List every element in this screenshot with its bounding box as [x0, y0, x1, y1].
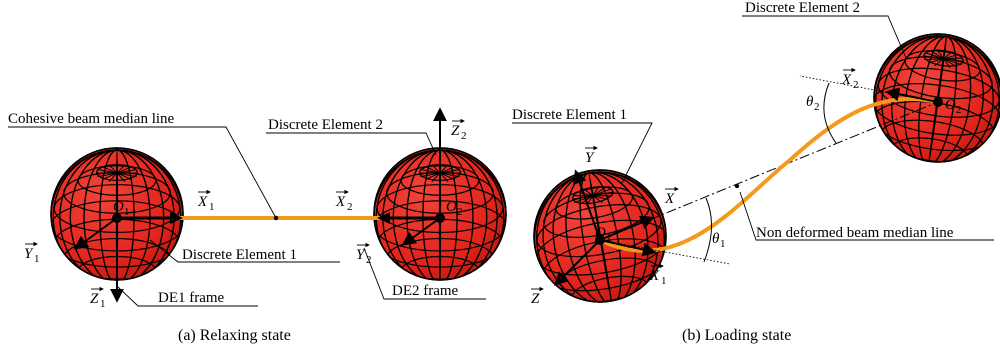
non-deformed-line — [599, 101, 939, 241]
label-de1-b: Discrete Element 1 — [512, 107, 627, 123]
svg-text:θ: θ — [712, 231, 720, 247]
svg-text:1: 1 — [720, 238, 726, 250]
svg-text:1: 1 — [661, 275, 667, 287]
svg-text:Z: Z — [531, 291, 540, 307]
theta1-arc — [703, 197, 713, 263]
svg-text:θ: θ — [806, 94, 814, 110]
deformed-beam — [599, 97, 939, 253]
x2-local-arrow — [885, 87, 939, 103]
o1-center-point-b — [595, 235, 605, 245]
label-o2: O 2 — [446, 199, 463, 218]
svg-text:2: 2 — [853, 79, 859, 91]
o2-center-point-b — [933, 97, 943, 107]
discrete-element-1-sphere-b — [533, 169, 668, 310]
label-theta1: θ 1 — [712, 231, 726, 250]
non-deformed-leader — [739, 191, 994, 241]
svg-text:2: 2 — [814, 101, 820, 113]
de1-frame-leader — [116, 285, 258, 307]
svg-text:2: 2 — [457, 206, 463, 218]
label-theta2: θ 2 — [806, 94, 820, 113]
svg-text:X: X — [649, 268, 660, 284]
label-de1-a: Discrete Element 1 — [182, 247, 297, 263]
beam-median-leader — [8, 126, 277, 219]
caption-a: (a) Relaxing state — [178, 327, 291, 344]
y1-axis-arrow — [73, 217, 118, 250]
svg-text:2: 2 — [347, 201, 353, 213]
label-y2: Y 2 — [356, 242, 372, 266]
svg-text:1: 1 — [209, 201, 215, 213]
label-de2-b: Discrete Element 2 — [745, 0, 860, 16]
panel-a: Cohesive beam median line Discrete Eleme… — [8, 107, 507, 344]
label-z2: Z 2 — [451, 118, 467, 142]
svg-text:O: O — [446, 199, 457, 215]
x1-arrowhead — [170, 212, 183, 224]
svg-text:1: 1 — [606, 232, 612, 244]
svg-text:O: O — [595, 225, 606, 241]
svg-text:1: 1 — [100, 298, 106, 310]
x-axis-arrow — [599, 215, 655, 241]
label-x2: X 2 — [335, 189, 353, 213]
label-z1: Z 1 — [90, 286, 106, 310]
de1-leader — [149, 239, 340, 263]
label-beam-median: Cohesive beam median line — [8, 111, 175, 127]
de2-frame-leader — [363, 247, 486, 300]
svg-text:O: O — [113, 199, 124, 215]
label-de2-frame: DE2 frame — [392, 283, 459, 299]
svg-text:X: X — [197, 194, 208, 210]
panel-b: Discrete Element 1 Discrete Element 2 No… — [512, 0, 1000, 344]
z-axis-arrow — [554, 239, 601, 286]
label-y-b: Y — [585, 145, 598, 166]
label-non-deformed: Non deformed beam median line — [756, 225, 954, 241]
label-o1-b: O 1 — [595, 225, 612, 244]
label-y1: Y 1 — [24, 241, 40, 265]
x2-arrowhead — [377, 212, 390, 224]
svg-text:Y: Y — [356, 247, 366, 263]
label-x1: X 1 — [197, 189, 215, 213]
theta2-arc — [823, 82, 837, 144]
svg-text:Y: Y — [24, 246, 34, 262]
label-x1-b: X 1 — [649, 263, 667, 287]
label-o1: O 1 — [113, 199, 130, 218]
svg-text:O: O — [945, 97, 956, 113]
de1-leader-b — [512, 122, 653, 184]
y2-axis-arrow — [401, 217, 441, 246]
svg-text:2: 2 — [366, 254, 372, 266]
label-z-b: Z — [531, 286, 544, 307]
svg-text:1: 1 — [34, 253, 40, 265]
svg-text:X: X — [664, 191, 675, 207]
label-x-b: X — [664, 186, 679, 207]
y-axis-arrow — [573, 169, 601, 241]
svg-text:1: 1 — [124, 206, 130, 218]
de2-leader — [266, 132, 437, 156]
x1-local-arrow — [599, 239, 657, 257]
svg-text:2: 2 — [461, 130, 467, 142]
caption-b: (b) Loading state — [682, 327, 791, 344]
o2-center-point — [435, 213, 445, 223]
svg-text:Z: Z — [90, 291, 99, 307]
label-o2-b: O 2 — [945, 97, 962, 116]
svg-text:X: X — [335, 194, 346, 210]
label-x2-b: X 2 — [841, 67, 859, 91]
label-de2-a: Discrete Element 2 — [268, 117, 383, 133]
de2-leader-b — [742, 15, 907, 59]
svg-text:Z: Z — [451, 123, 460, 139]
tangent-2 — [799, 75, 939, 103]
svg-text:2: 2 — [956, 104, 962, 116]
svg-text:Y: Y — [585, 150, 595, 166]
non-deformed-midpoint — [734, 183, 740, 189]
o1-center-point — [112, 213, 122, 223]
label-de1-frame: DE1 frame — [158, 290, 225, 306]
svg-text:X: X — [841, 72, 852, 88]
